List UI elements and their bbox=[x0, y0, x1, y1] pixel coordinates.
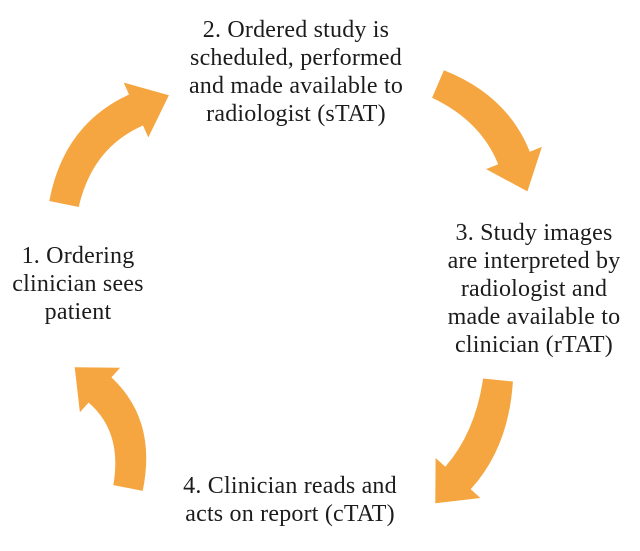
arrow-step2-to-step3-icon bbox=[432, 70, 542, 192]
arrow-step3-to-step4-icon bbox=[435, 378, 513, 504]
step-2-text: 2. Ordered study is scheduled, performed… bbox=[188, 17, 404, 127]
step-4-text: 4. Clinician reads and acts on report (c… bbox=[183, 473, 397, 527]
arrow-step1-to-step2-icon bbox=[49, 82, 169, 207]
step-1-text: 1. Ordering clinician sees patient bbox=[12, 243, 144, 325]
step-3-text: 3. Study images are interpreted by radio… bbox=[447, 220, 621, 358]
arrow-step4-to-step1-icon bbox=[74, 367, 147, 491]
